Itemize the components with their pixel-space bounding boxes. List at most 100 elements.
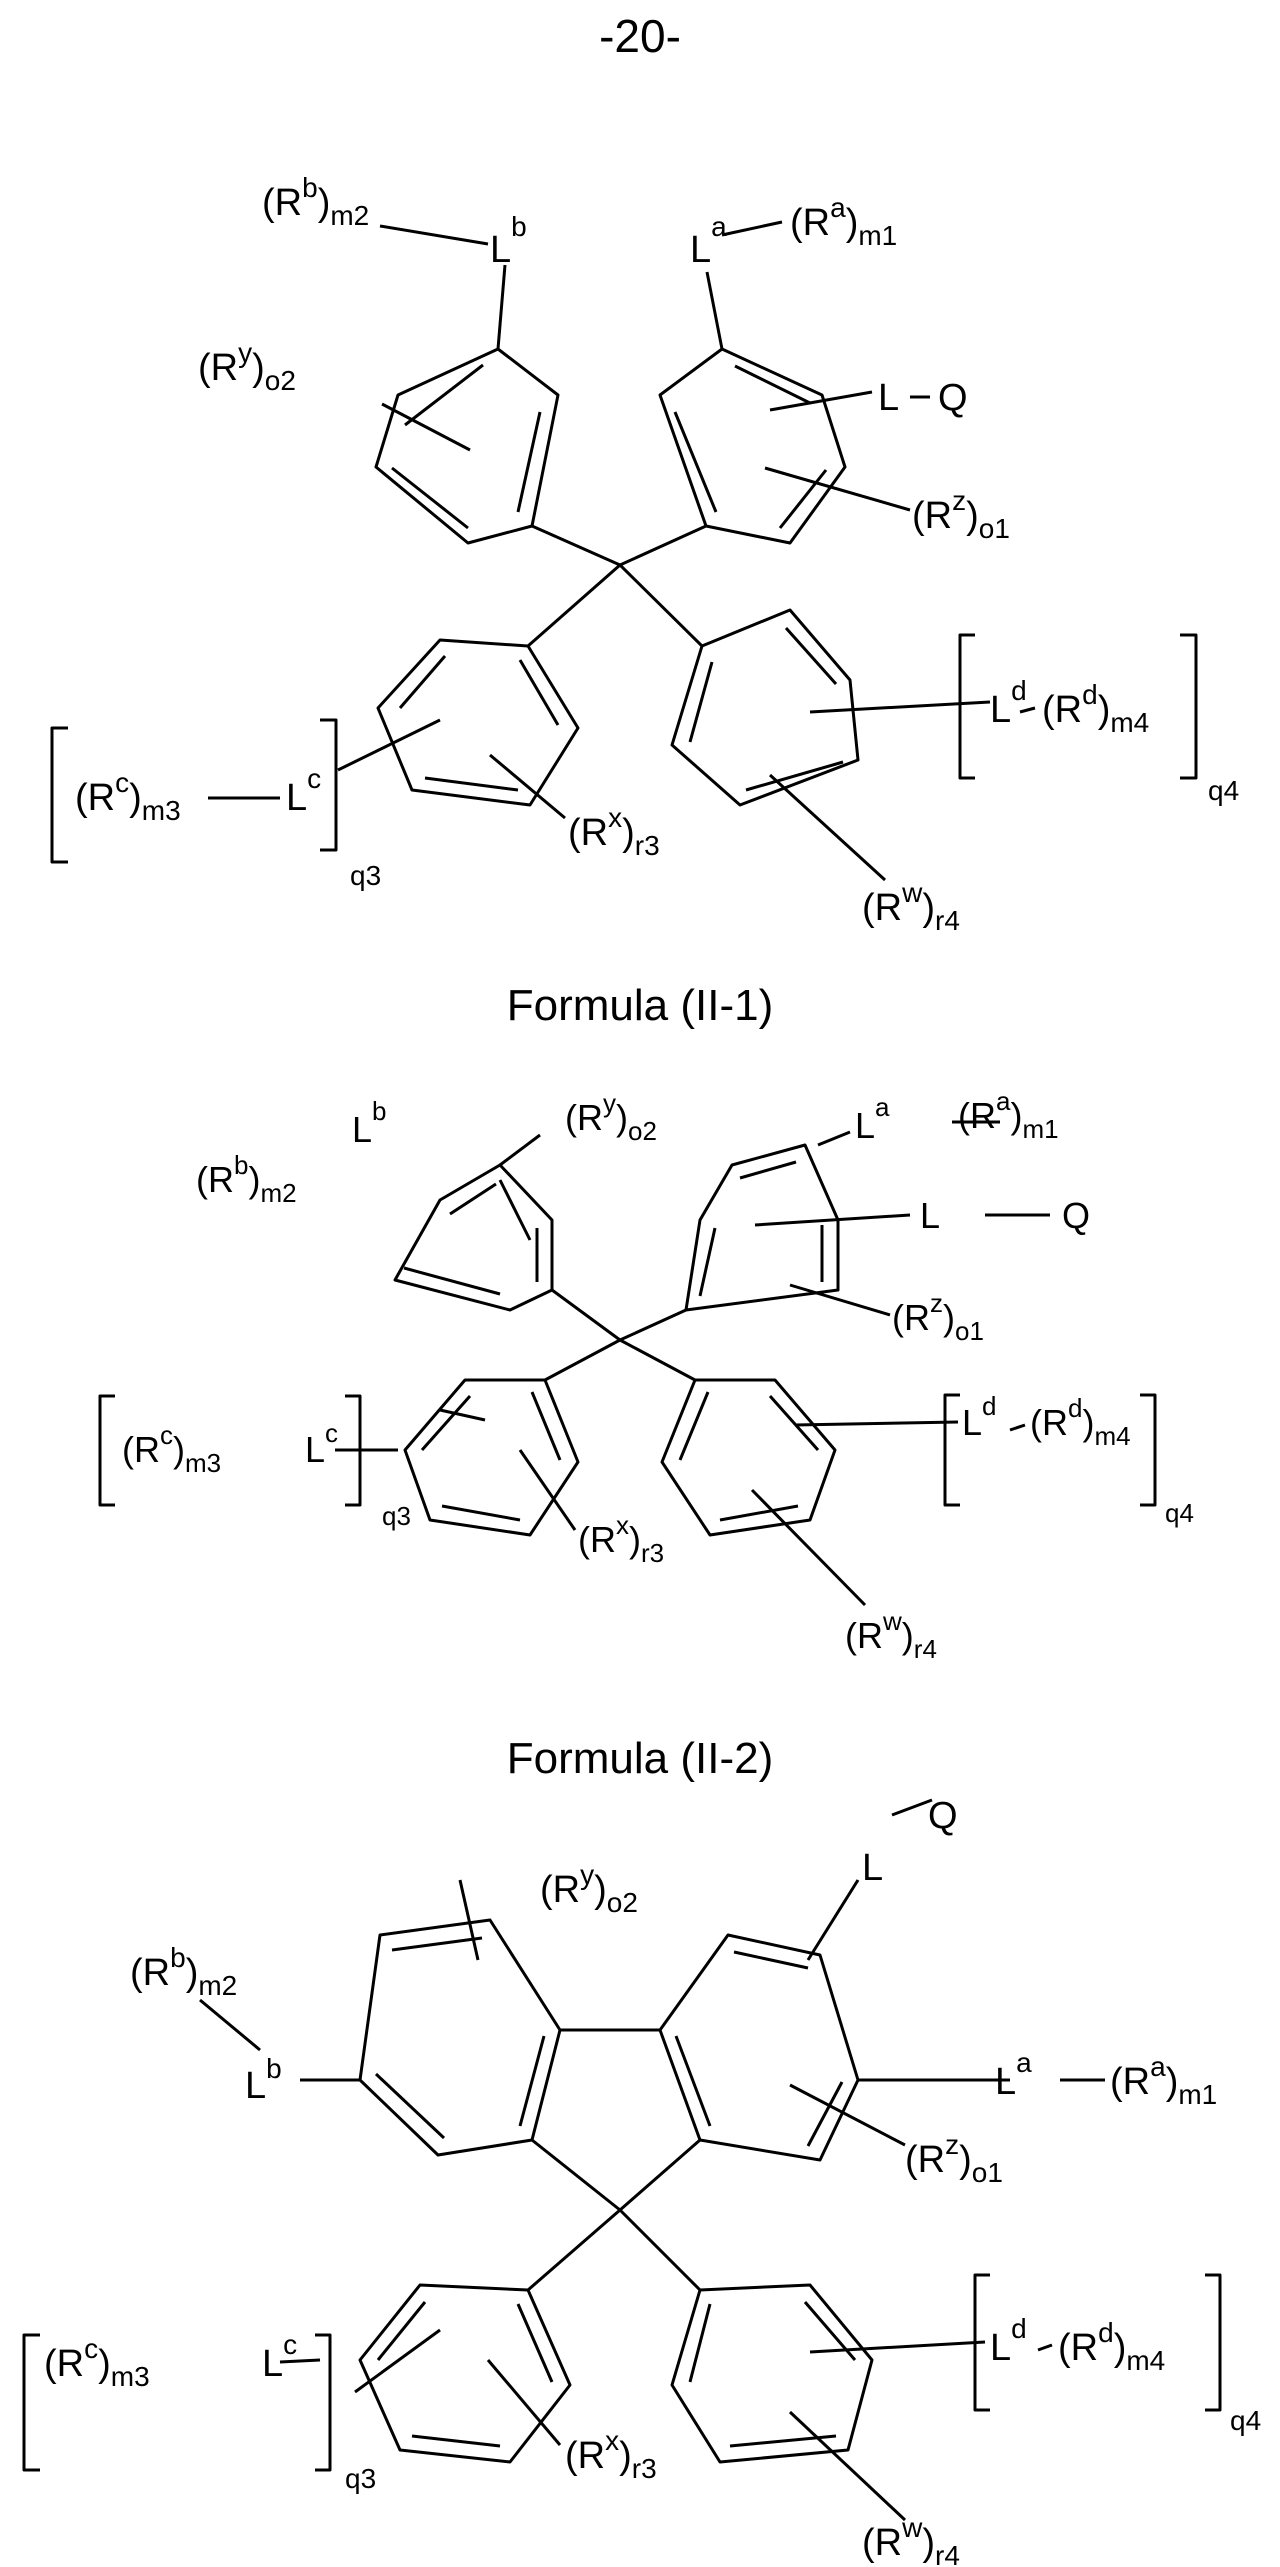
rc-sub: m3 <box>142 795 181 826</box>
rx-label: (R <box>565 2435 605 2477</box>
la-label: L <box>855 1105 875 1146</box>
rb-sup: b <box>170 1942 186 1973</box>
rb-label: (R <box>262 182 302 224</box>
rw-sup: w <box>901 2512 923 2543</box>
svg-text:Lc: Lc <box>305 1418 338 1470</box>
lb-label: L <box>490 229 511 271</box>
rz-sub: o1 <box>955 1316 984 1346</box>
svg-text:Q: Q <box>928 1795 958 1837</box>
structure-formula-3: Q L (Rb)m2 (Ry)o2 Lb La (Ra)m1 (Rz)o1 (R… <box>0 1800 1280 2567</box>
rw-label: (R <box>845 1615 883 1656</box>
ry-sup: y <box>603 1088 616 1118</box>
rz-sub: o1 <box>979 513 1010 544</box>
svg-text:(Rw)r4: (Rw)r4 <box>845 1606 937 1664</box>
lb-label: L <box>352 1109 372 1150</box>
rw-sup: w <box>901 877 923 908</box>
rb-label: (R <box>130 1952 170 1994</box>
svg-text:La: La <box>995 2047 1032 2103</box>
ra-label: (R <box>790 202 830 244</box>
formula-caption: Formula (II-2) <box>0 1733 1280 1785</box>
lc-sup: c <box>325 1418 338 1448</box>
lb-sup: b <box>266 2053 282 2084</box>
rc-sub: m3 <box>111 2361 150 2392</box>
lb-sup: b <box>511 211 527 242</box>
ra-sub: m1 <box>1022 1114 1058 1144</box>
ld-sup: d <box>1011 2313 1027 2344</box>
lc-sup: c <box>283 2329 297 2360</box>
svg-text:(Ra)m1: (Ra)m1 <box>1110 2051 1217 2110</box>
rb-label: (R <box>196 1159 234 1200</box>
l-label: L <box>878 377 899 419</box>
q-label: Q <box>1062 1195 1090 1236</box>
l-label: L <box>862 1847 883 1889</box>
q4-label: q4 <box>1165 1498 1194 1528</box>
svg-text:(Rc)m3: (Rc)m3 <box>75 767 181 826</box>
svg-text:(Rz)o1: (Rz)o1 <box>892 1288 984 1346</box>
svg-text:(Rx)r3: (Rx)r3 <box>565 2425 657 2484</box>
rx-label: (R <box>578 1519 616 1560</box>
ld-label: L <box>990 689 1011 731</box>
svg-text:Ld: Ld <box>990 675 1027 731</box>
rc-label: (R <box>122 1429 160 1470</box>
svg-text:(Rx)r3: (Rx)r3 <box>568 802 660 861</box>
lc-sup: c <box>307 763 321 794</box>
lb-sup: b <box>372 1096 386 1126</box>
rb-sub: m2 <box>198 1970 237 2001</box>
rz-sup: z <box>930 1288 943 1318</box>
svg-text:(Rw)r4: (Rw)r4 <box>862 2512 960 2567</box>
rc-sup: c <box>115 767 129 798</box>
svg-text:La: La <box>855 1092 890 1146</box>
q-label: Q <box>928 1795 958 1837</box>
rx-label: (R <box>568 812 608 854</box>
svg-text:(Rw)r4: (Rw)r4 <box>862 877 960 936</box>
rb-sup: b <box>302 172 318 203</box>
ra-sup: a <box>1150 2051 1166 2082</box>
q3-label: q3 <box>345 2463 376 2494</box>
rd-sub: m4 <box>1126 2345 1165 2376</box>
rc-sup: c <box>160 1420 173 1450</box>
q-label: Q <box>938 377 968 419</box>
rc-sub: m3 <box>185 1448 221 1478</box>
ra-sup: a <box>830 192 846 223</box>
ry-label: (R <box>540 1869 580 1911</box>
rz-label: (R <box>912 495 952 537</box>
ry-label: (R <box>198 347 238 389</box>
svg-text:Lb: Lb <box>352 1096 387 1150</box>
svg-text:(Ra)m1: (Ra)m1 <box>790 192 897 251</box>
lc-label: L <box>286 777 307 819</box>
rd-sup: d <box>1082 679 1098 710</box>
svg-text:(Rb)m2: (Rb)m2 <box>262 172 369 231</box>
q3-label: q3 <box>350 860 381 891</box>
rz-sup: z <box>945 2129 959 2160</box>
ry-sub: o2 <box>265 365 296 396</box>
svg-text:(Ry)o2: (Ry)o2 <box>198 337 296 396</box>
svg-text:(Ry)o2: (Ry)o2 <box>565 1088 657 1146</box>
rc-sup: c <box>84 2333 98 2364</box>
svg-text:Lc: Lc <box>286 763 321 819</box>
svg-text:Ld: Ld <box>990 2313 1027 2369</box>
ry-sub: o2 <box>607 1887 638 1918</box>
rw-label: (R <box>862 887 902 929</box>
svg-text:La: La <box>690 211 727 271</box>
rw-sub: r4 <box>935 905 960 936</box>
rw-label: (R <box>862 2522 902 2564</box>
lb-label: L <box>245 2065 266 2107</box>
structure-formula-ii-1: (Rb)m2 Lb La (Ra)m1 (Ry)o2 L Q (Rz)o1 (R… <box>0 140 1280 980</box>
ra-label: (R <box>1110 2061 1150 2103</box>
rb-sub: m2 <box>260 1178 296 1208</box>
svg-text:(Rx)r3: (Rx)r3 <box>578 1510 664 1568</box>
la-sup: a <box>711 211 727 242</box>
rc-label: (R <box>75 777 115 819</box>
la-label: L <box>690 229 711 271</box>
rd-sup: d <box>1068 1393 1082 1423</box>
rz-label: (R <box>905 2139 945 2181</box>
svg-text:(Rd)m4: (Rd)m4 <box>1058 2317 1165 2376</box>
la-sup: a <box>875 1092 890 1122</box>
la-sup: a <box>1016 2047 1032 2078</box>
ry-sup: y <box>238 337 252 368</box>
rx-sub: r3 <box>635 830 660 861</box>
ra-sup: a <box>996 1086 1011 1116</box>
rx-sup: x <box>616 1510 629 1540</box>
svg-text:Ld: Ld <box>962 1391 997 1443</box>
svg-text:(Ry)o2: (Ry)o2 <box>540 1859 638 1918</box>
